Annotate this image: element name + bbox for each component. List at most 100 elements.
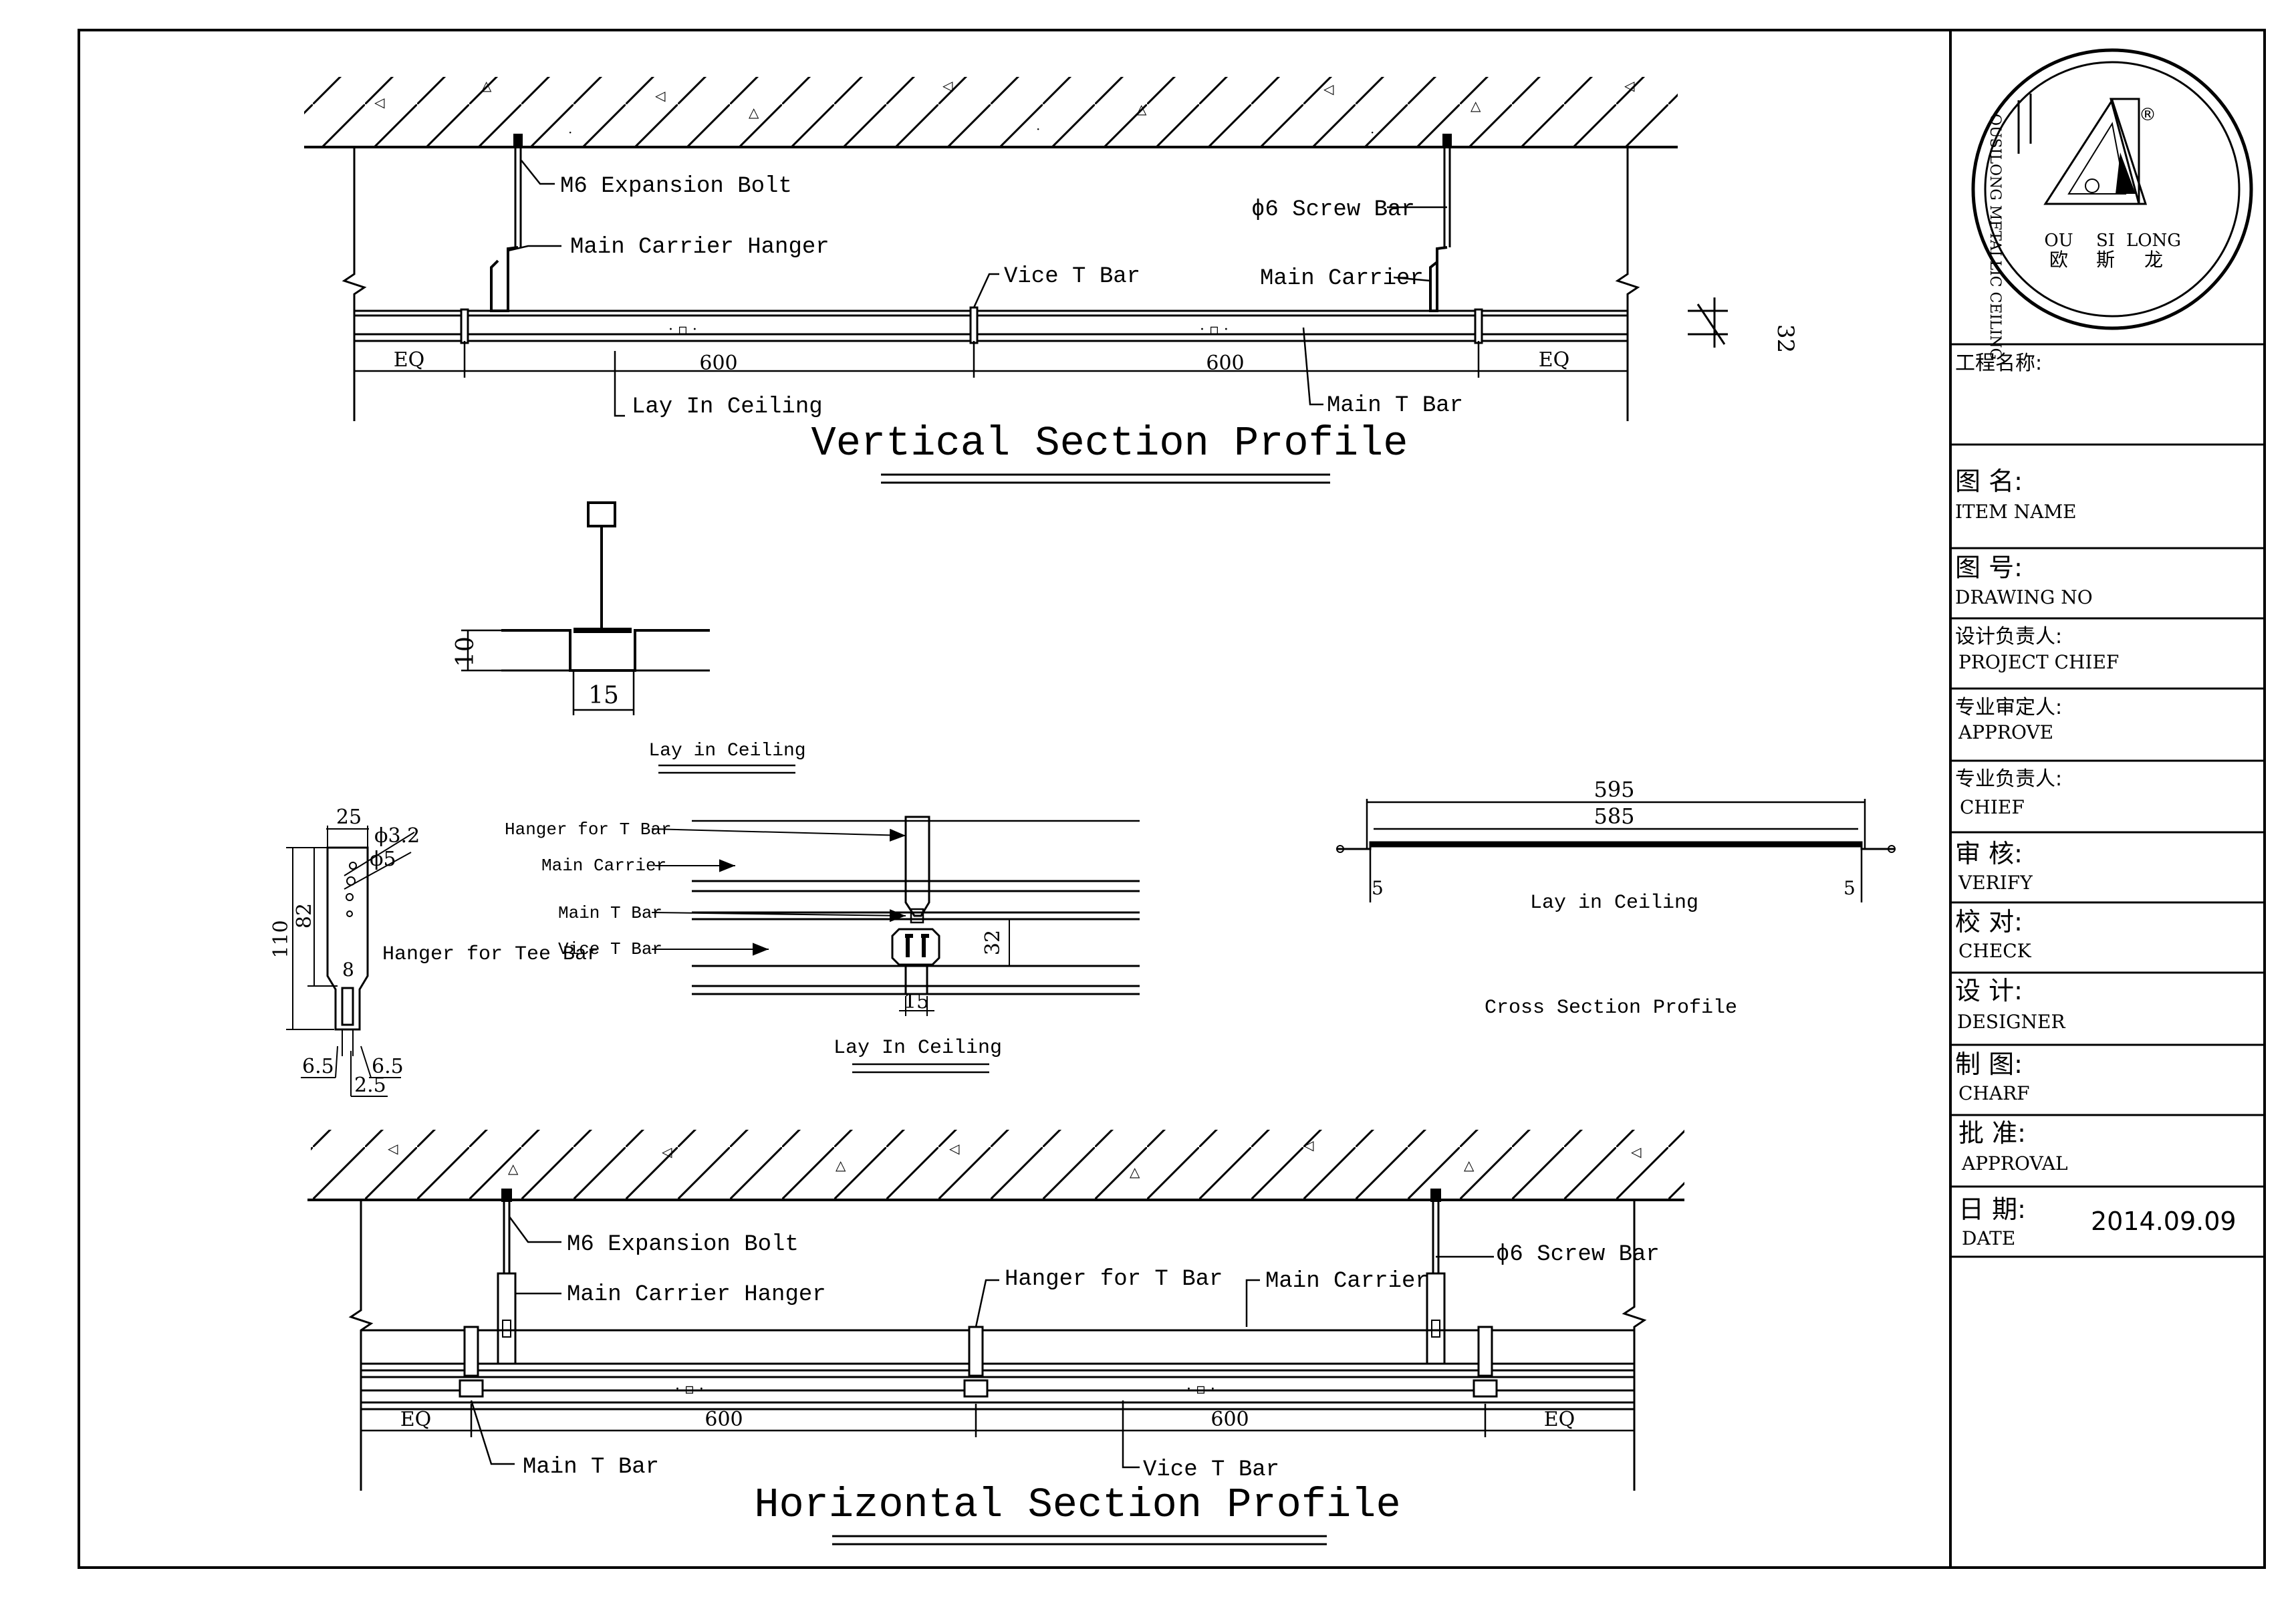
title-row-8-en: CHARF [1958,1082,2030,1104]
vertical-dim-span-1: 600 [699,352,737,375]
svg-text:△: △ [1136,101,1147,117]
vertical-dim-eq-right: EQ [1539,348,1570,372]
horizontal-label-screw-bar: ϕ6 Screw Bar [1496,1242,1660,1267]
cross-dim-inner: 585 [1593,804,1634,829]
horizontal-dim-span-1: 600 [705,1408,743,1431]
title-row-1-en: DRAWING NO [1955,586,2093,608]
hanger-detail-label: Hanger for Tee Bar [382,943,599,966]
horizontal-label-hanger-t-bar: Hanger for T Bar [1005,1267,1223,1292]
title-block: 工程名称: 图 名: ITEM NAME 图 号: DRAWING NO 设计负… [1950,343,2265,1258]
horizontal-label-main-carrier: Main Carrier [1265,1269,1429,1294]
svg-text:◁: ◁ [654,88,666,104]
vertical-height-value: 32 [1772,324,1799,353]
hanger-dim-left: 6.5 [302,1055,334,1078]
svg-text:△: △ [749,104,759,120]
hanger-dim-hole2: ϕ5 [370,848,396,871]
logo-arc-text: OUSILONG METALLIC CEILING [1987,114,2003,360]
title-row-0-en: ITEM NAME [1955,501,2077,523]
logo-chinese-3: 龙 [2144,249,2163,271]
horizontal-dim-eq-right: EQ [1544,1408,1575,1431]
logo-chinese-1: 欧 [2049,249,2068,271]
vertical-section-title: Vertical Section Profile [811,420,1408,467]
svg-text:· ▫ ·: · ▫ · [668,322,697,338]
assembly-label-main-carrier: Main Carrier [541,856,666,876]
hanger-dim-upper-height: 82 [293,903,316,929]
svg-text:◁: ◁ [374,94,385,110]
vertical-dim-eq-left: EQ [394,348,425,372]
svg-text:· ▫ ·: · ▫ · [675,1381,704,1398]
vertical-label-main-carrier: Main Carrier [1260,266,1424,291]
horizontal-dim-span-2: 600 [1210,1408,1249,1431]
lay-in-dim-width: 15 [588,682,619,709]
t-bar-joints [460,306,1483,344]
svg-text:△: △ [1130,1164,1140,1180]
lay-in-caption: Lay in Ceiling [648,741,805,761]
svg-text:◁: ◁ [1624,78,1635,94]
svg-text:·: · [568,124,572,140]
svg-text:·: · [1036,121,1040,137]
title-row-2-en: PROJECT CHIEF [1958,651,2119,673]
svg-text:◁: ◁ [387,1140,398,1156]
title-row-5-zh: 审 核: [1955,839,2023,868]
title-row-1-zh: 图 号: [1955,553,2023,582]
cross-panel-label: Lay in Ceiling [1530,892,1698,914]
title-row-7-en: DESIGNER [1957,1011,2065,1033]
assembly-dim-width: 15 [904,990,929,1013]
lay-in-detail: 10 15 Lay in Ceiling [452,501,806,774]
logo-latin-1: OU [2044,231,2073,251]
hanger-dim-top-width: 25 [336,806,362,829]
vertical-dimensions: EQ 600 600 EQ [354,341,1628,378]
lower-left-hanger [497,1189,517,1365]
title-project-name-label: 工程名称: [1955,352,2042,375]
lay-in-dim-height: 10 [452,636,479,667]
hanger-dim-hole1: ϕ3.2 [374,824,420,848]
vertical-label-main-t-bar: Main T Bar [1327,393,1463,418]
title-date-en: DATE [1962,1227,2015,1249]
assembly-label-vice-t-bar: Vice T Bar [558,939,662,959]
assembly-label-hanger-t-bar: Hanger for T Bar [505,820,672,840]
svg-text:△: △ [481,78,492,94]
vertical-height-dim: 32 [1688,297,1799,353]
horizontal-dimensions: EQ 600 600 EQ [361,1404,1634,1437]
svg-text:◁: ◁ [942,78,953,94]
title-row-2-zh: 设计负责人: [1955,625,2062,648]
title-date-zh: 日 期: [1958,1195,2026,1224]
cross-section-detail: 595 585 5 5 Lay in Ceiling Cross Section… [1336,777,1896,1019]
horizontal-label-vice-t-bar: Vice T Bar [1143,1457,1279,1483]
concrete-slab-lower [311,1130,1684,1200]
title-row-5-en: VERIFY [1958,872,2033,894]
horizontal-label-expansion-bolt: M6 Expansion Bolt [567,1232,799,1257]
horizontal-section: ◁△◁ △◁△ ◁△◁ [307,1130,1684,1546]
left-hanger-assembly [490,134,523,312]
vertical-label-carrier-hanger: Main Carrier Hanger [570,235,830,260]
title-row-6-en: CHECK [1958,940,2032,962]
right-hanger-assembly [1429,134,1452,312]
svg-text:·: · [1370,124,1374,140]
assembly-caption: Lay In Ceiling [834,1037,1002,1060]
title-row-3-zh: 专业审定人: [1955,696,2062,719]
title-row-8-zh: 制 图: [1955,1050,2023,1079]
logo-chinese-2: 斯 [2096,249,2115,271]
logo-latin-3: LONG [2126,231,2181,251]
vertical-label-expansion-bolt: M6 Expansion Bolt [560,174,792,199]
assembly-dim-height: 32 [981,930,1005,955]
vertical-label-screw-bar: ϕ6 Screw Bar [1251,197,1415,223]
assembly-detail: 32 15 Hanger for T Bar Main Carrier Main… [505,816,1140,1074]
company-logo: ® OUSILONG METALLIC CEILING OU SI LONG 欧… [1971,48,2253,360]
cross-caption: Cross Section Profile [1485,997,1737,1019]
cross-dim-outer: 595 [1593,777,1634,802]
svg-text:△: △ [1464,1157,1475,1173]
title-row-9-en: APPROVAL [1961,1152,2068,1175]
title-row-0-zh: 图 名: [1955,467,2023,496]
svg-text:◁: ◁ [1303,1137,1314,1153]
horizontal-dim-eq-left: EQ [400,1408,432,1431]
vertical-label-vice-t-bar: Vice T Bar [1004,264,1140,289]
lower-right-hanger [1426,1189,1446,1365]
hanger-dim-total-height: 110 [269,920,293,958]
svg-text:◁: ◁ [1323,81,1334,97]
cross-edge-left: 5 [1372,877,1384,899]
svg-text:◁: ◁ [1630,1144,1642,1160]
vertical-dim-span-2: 600 [1206,352,1244,375]
hanger-tee-detail: 25 ϕ3.2 ϕ5 110 82 8 6.5 6.5 2.5 Hanger f… [269,806,599,1097]
horizontal-label-main-t-bar: Main T Bar [523,1455,659,1480]
